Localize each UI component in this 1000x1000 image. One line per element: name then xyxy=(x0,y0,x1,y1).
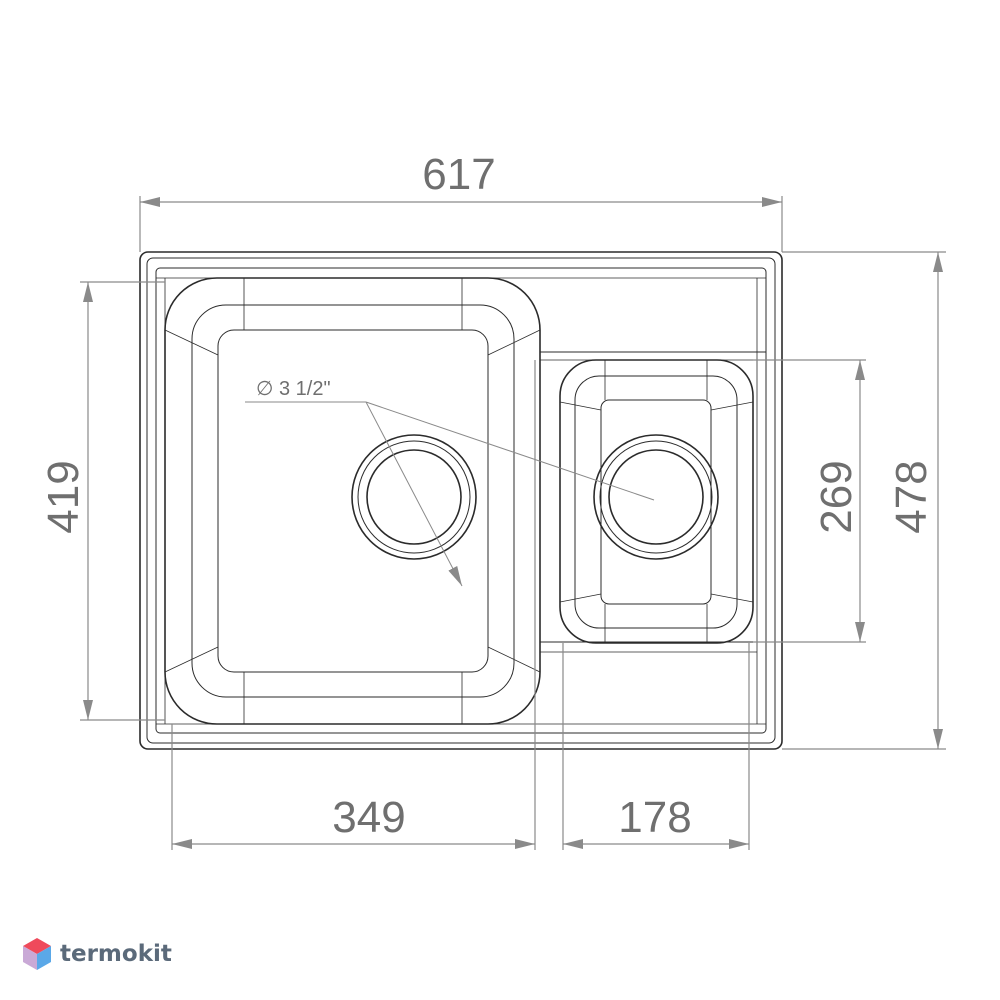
dim-617-label: 617 xyxy=(422,150,495,199)
sink-outer-rim xyxy=(139,251,783,750)
large-bowl-wall xyxy=(191,304,515,698)
drain-diameter-label: ∅ 3 1/2" xyxy=(256,378,331,400)
small-bowl-wall xyxy=(574,375,738,629)
dimension-labels: 617 349 178 419 269 478 ∅ 3 1/2" xyxy=(39,150,936,842)
small-bowl-floor xyxy=(600,399,712,605)
sink-deck xyxy=(155,267,767,734)
small-bowl xyxy=(559,359,754,644)
brand-logo[interactable]: termokit xyxy=(22,934,172,974)
large-bowl-rim xyxy=(164,277,541,725)
drain-leader-to-small xyxy=(365,401,655,501)
large-bowl xyxy=(164,277,541,725)
brand-name: termokit xyxy=(60,941,172,967)
cube-logo-icon xyxy=(23,938,51,970)
small-bowl-drain xyxy=(593,434,719,560)
dim-419-label: 419 xyxy=(39,460,88,533)
dim-178-label: 178 xyxy=(618,793,691,842)
small-bowl-rim xyxy=(559,359,754,644)
drain-diameter-line xyxy=(365,401,463,587)
large-bowl-drain xyxy=(351,434,477,560)
dimension-lines xyxy=(80,196,946,850)
sink-inner-rim xyxy=(146,257,776,744)
sink-outline xyxy=(139,251,783,750)
dim-269-label: 269 xyxy=(812,460,861,533)
dim-349-label: 349 xyxy=(332,793,405,842)
large-bowl-floor xyxy=(217,329,489,673)
dim-478-label: 478 xyxy=(887,460,936,533)
